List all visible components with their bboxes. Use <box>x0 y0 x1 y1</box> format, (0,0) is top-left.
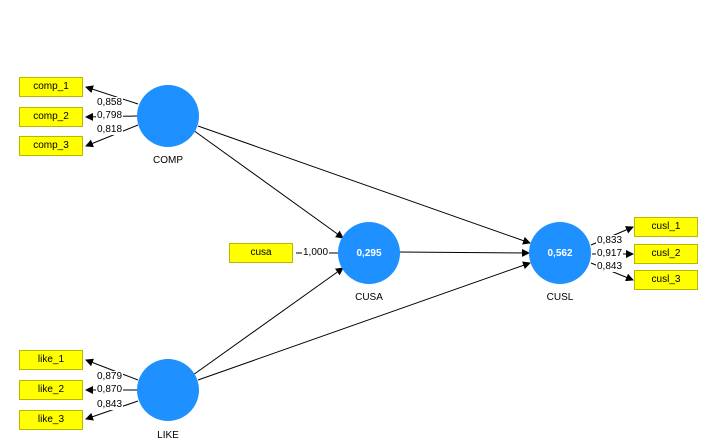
loading-like-2: 0,870 <box>96 384 124 395</box>
loading-comp-2: 0,798 <box>96 110 124 121</box>
indicator-cusl-2[interactable]: cusl_2 <box>634 244 698 264</box>
indicator-like-2[interactable]: like_2 <box>19 380 83 400</box>
loading-cusa: 1,000 <box>302 247 330 258</box>
construct-label-comp: COMP <box>153 155 183 166</box>
indicator-cusl-3[interactable]: cusl_3 <box>634 270 698 290</box>
construct-comp[interactable] <box>137 85 199 147</box>
loading-cusl-2: 0,917 <box>596 248 624 259</box>
loading-like-3: 0,843 <box>96 399 124 410</box>
construct-label-cusl: CUSL <box>546 292 574 303</box>
indicator-comp-2[interactable]: comp_2 <box>19 107 83 127</box>
construct-label-like: LIKE <box>157 430 179 441</box>
path-like-cusa[interactable] <box>192 267 344 376</box>
loading-like-1: 0,879 <box>96 371 124 382</box>
indicator-comp-1[interactable]: comp_1 <box>19 77 83 97</box>
path-comp-cusa[interactable] <box>192 129 344 239</box>
indicator-like-1[interactable]: like_1 <box>19 350 83 370</box>
path-cusa-cusl[interactable] <box>398 248 530 257</box>
loading-cusl-1: 0,833 <box>596 235 624 246</box>
construct-like[interactable] <box>137 359 199 421</box>
path-comp-cusl[interactable] <box>197 125 531 245</box>
construct-cusl[interactable]: 0,562 <box>529 222 591 284</box>
indicator-comp-3[interactable]: comp_3 <box>19 136 83 156</box>
indicator-cusa[interactable]: cusa <box>229 243 293 263</box>
indicator-like-3[interactable]: like_3 <box>19 410 83 430</box>
loading-arrow-comp-1 <box>85 85 139 105</box>
loading-arrow-like-3 <box>85 400 139 421</box>
construct-label-cusa: CUSA <box>355 292 383 303</box>
construct-cusa[interactable]: 0,295 <box>338 222 400 284</box>
loading-arrow-like-1 <box>85 358 139 381</box>
indicator-cusl-1[interactable]: cusl_1 <box>634 217 698 237</box>
loading-comp-1: 0,858 <box>96 97 124 108</box>
path-like-cusl[interactable] <box>197 261 531 381</box>
loading-comp-3: 0,818 <box>96 124 124 135</box>
loading-cusl-3: 0,843 <box>596 261 624 272</box>
loading-arrow-comp-3 <box>85 124 139 148</box>
